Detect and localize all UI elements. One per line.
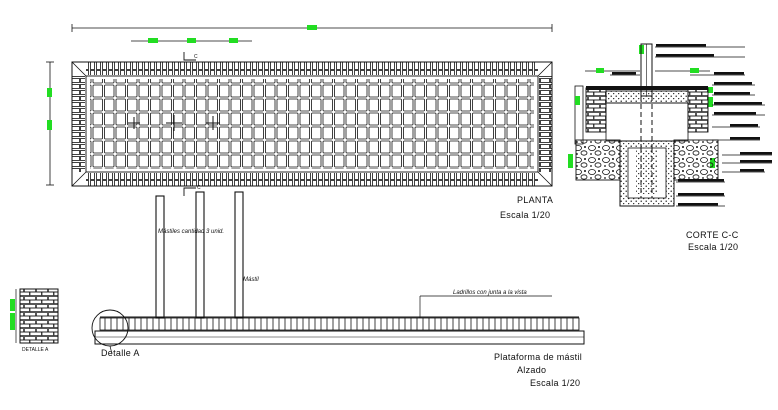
elevation-brick-course (99, 317, 580, 331)
elevation-view (91, 191, 585, 355)
dimension-marker (307, 25, 317, 30)
detail-a-view (10, 288, 59, 344)
section-mark-bottom: C (197, 185, 201, 191)
section-scale: Escala 1/20 (688, 242, 739, 252)
dimension-marker (708, 87, 713, 93)
mast-post (234, 191, 244, 319)
elevation-base (94, 330, 585, 345)
elevation-subtitle: Alzado (517, 365, 547, 375)
elevation-title: Plataforma de mástil (494, 352, 583, 362)
mast-post (155, 195, 165, 319)
plan-title: PLANTA (517, 195, 554, 205)
bricks-annotation: Ladrillos con junta a la vista (453, 290, 527, 296)
section-callout-text-blocks (612, 44, 772, 206)
dimension-marker (229, 38, 238, 43)
dimension-marker (690, 68, 699, 73)
dimension-marker (148, 38, 158, 43)
dimension-marker (568, 154, 573, 168)
section-cut-line-top (183, 52, 196, 61)
mast-position-marker (128, 115, 220, 131)
dimension-marker (596, 68, 604, 73)
section-cut-line-bottom (183, 187, 196, 196)
elevation-scale: Escala 1/20 (530, 378, 581, 388)
detail-a-masonry (19, 288, 59, 344)
posts-annotation: Mástiles cantidad 3 unid. (158, 229, 225, 235)
mast-annotation: Mástil (243, 277, 259, 283)
dimension-marker (708, 97, 713, 107)
section-view (568, 43, 772, 207)
dimension-marker (187, 38, 196, 43)
section-mark-top: C (194, 54, 198, 60)
plan-right-brick-border (539, 76, 552, 172)
plan-top-brick-border (86, 62, 538, 75)
dimension-marker (47, 120, 52, 130)
section-title: CORTE C-C (686, 230, 739, 240)
detail-a-label: DETALLE A (22, 347, 49, 353)
plan-bottom-brick-border (86, 173, 538, 186)
dimension-marker (575, 96, 580, 105)
dimension-marker (47, 88, 52, 97)
mast-post (195, 191, 205, 319)
plan-view (46, 24, 553, 196)
plan-left-brick-border (72, 76, 85, 172)
section-left-gravel (575, 139, 621, 181)
section-slab (605, 90, 689, 104)
detail-a-reference: Detalle A (101, 348, 140, 358)
section-right-gravel (673, 139, 719, 181)
section-left-wall (585, 87, 607, 133)
section-leader-lines (610, 46, 772, 207)
plan-tile-field (90, 79, 534, 169)
plan-scale: Escala 1/20 (500, 210, 551, 220)
dimension-marker (10, 313, 15, 330)
dimension-marker (10, 299, 15, 311)
section-right-wall (687, 87, 709, 133)
